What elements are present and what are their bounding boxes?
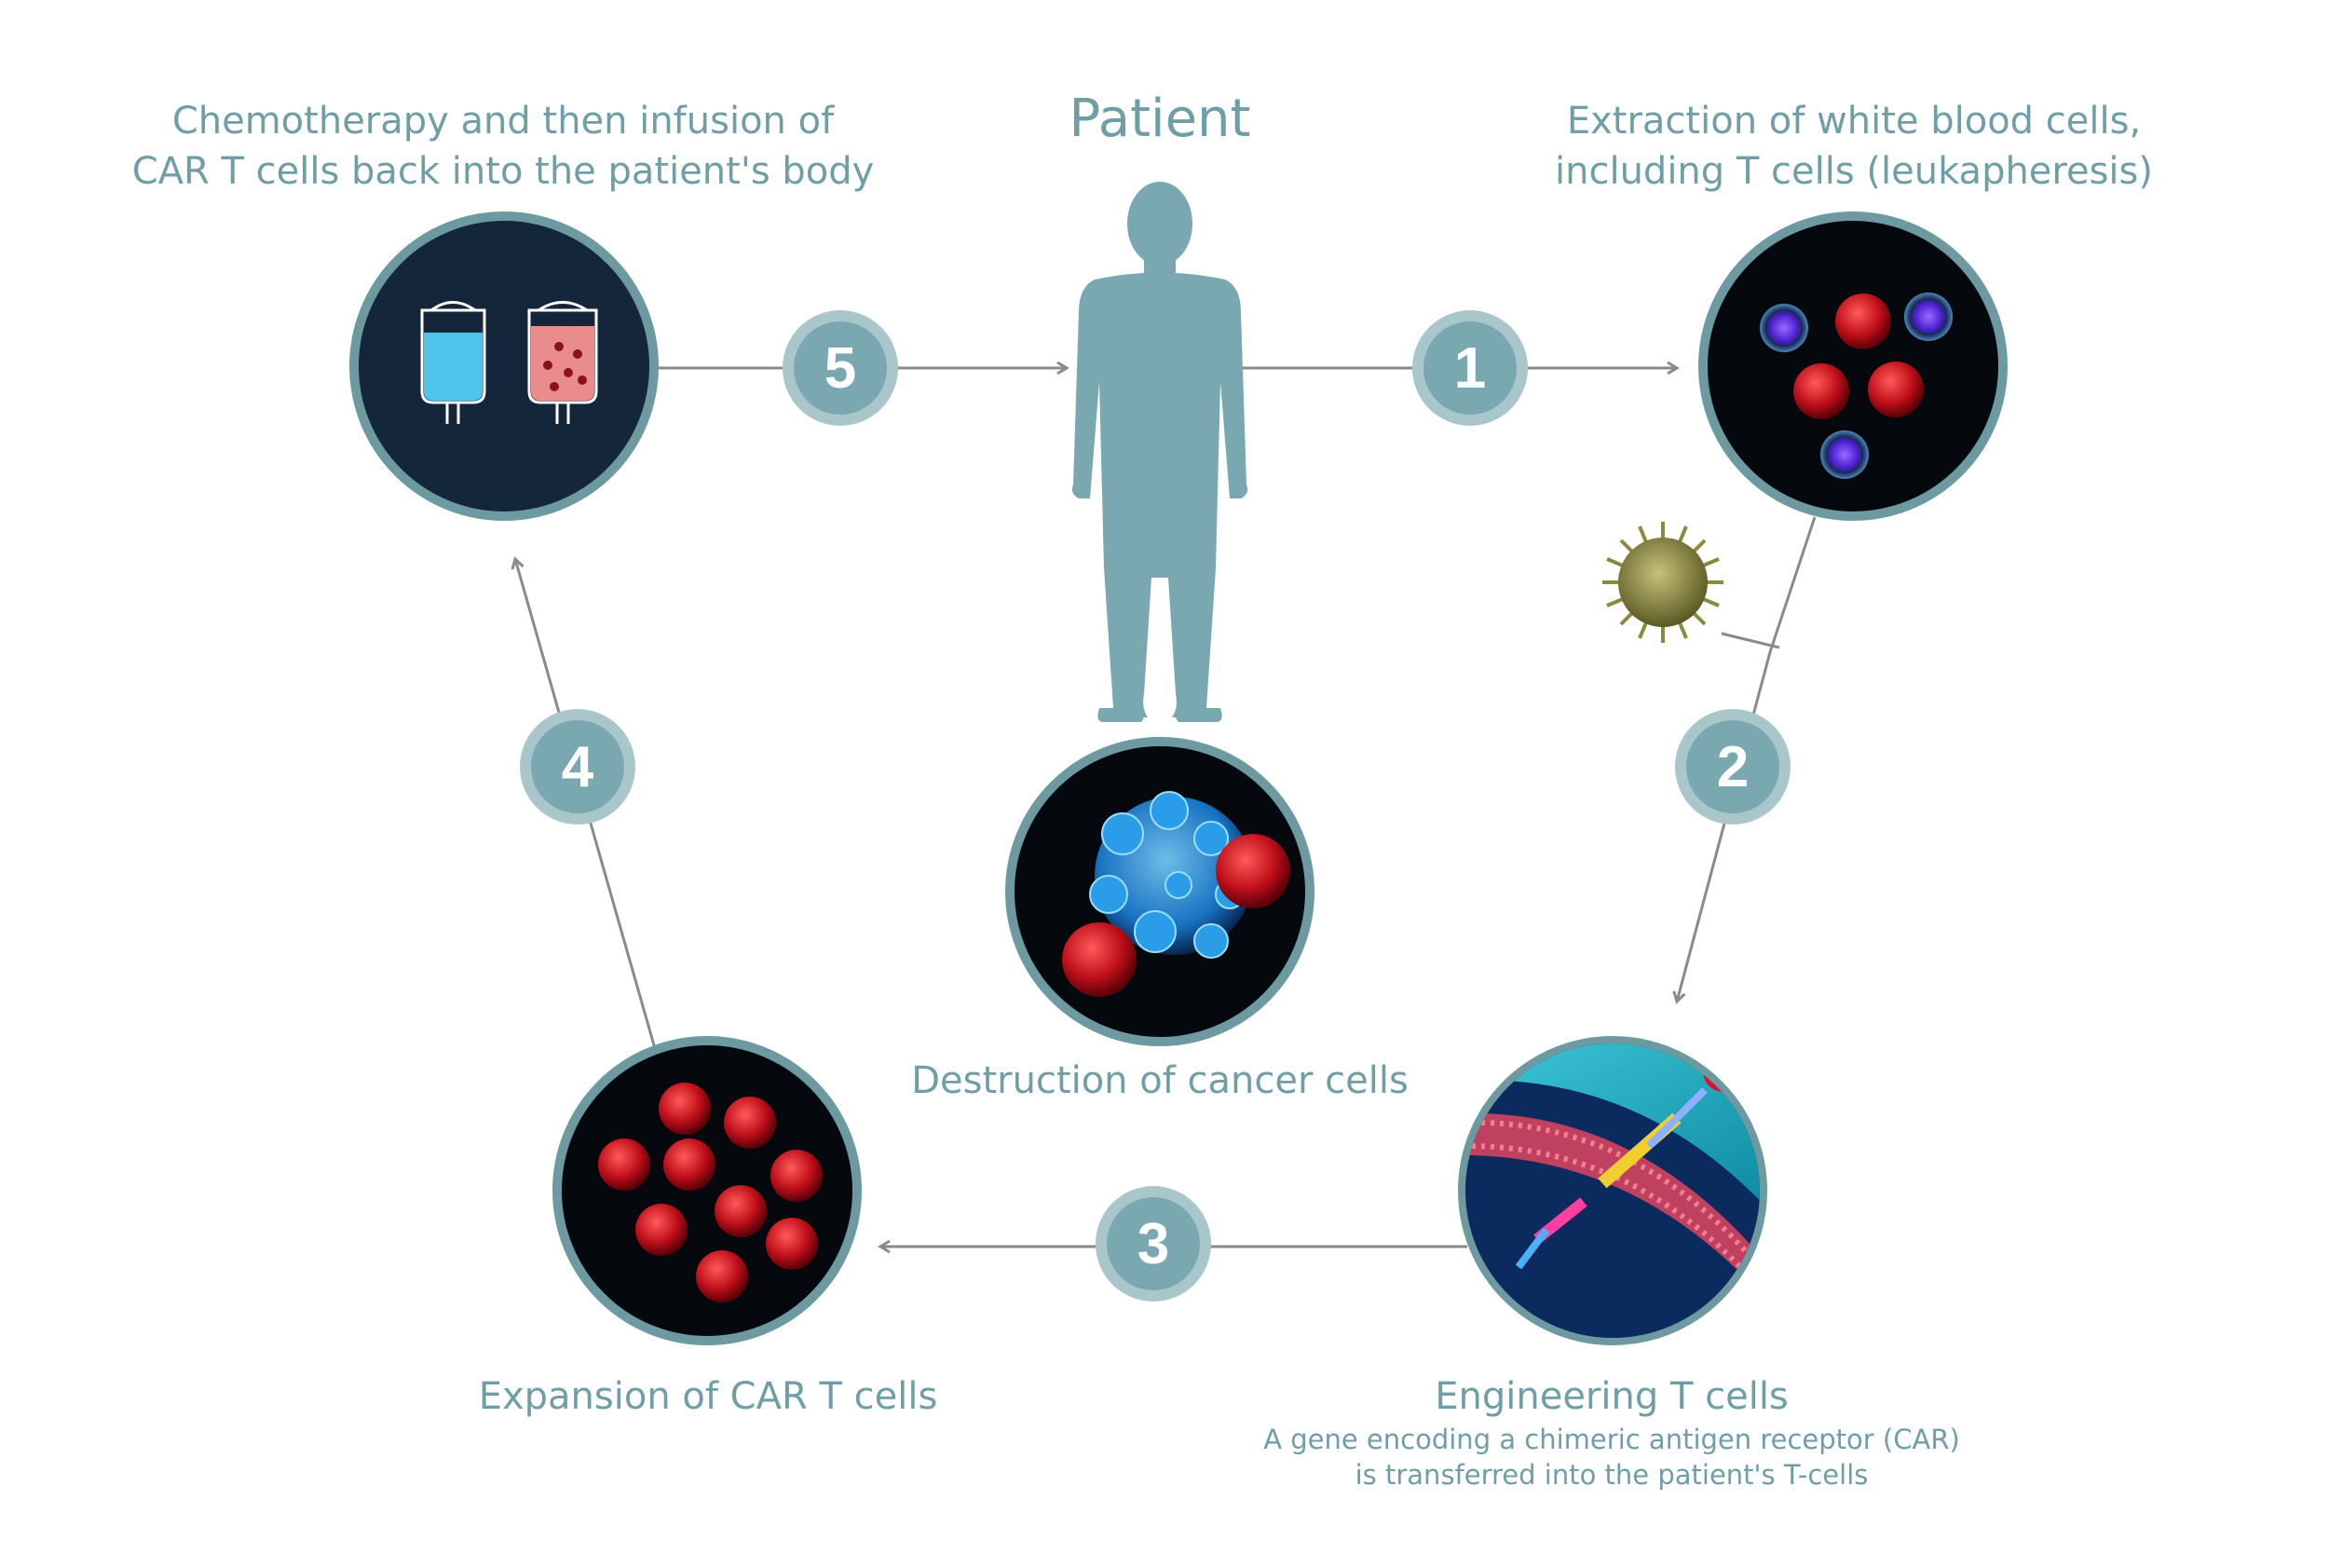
step3-label: Engineering T cells: [1435, 1375, 1789, 1418]
step3-desc-line2: is transferred into the patient's T-cell…: [1355, 1459, 1869, 1491]
iv-bag-blue: [420, 301, 486, 424]
step4-label: Expansion of CAR T cells: [478, 1375, 938, 1418]
virus-illustration: [1602, 522, 1723, 643]
virus-pointer-line: [1721, 632, 1780, 649]
step3-badge: 3: [1096, 1186, 1211, 1302]
step-badges: 5 1 2 3 4: [520, 310, 1791, 1302]
step1-label-line2: including T cells (leukapheresis): [1555, 150, 2153, 193]
step5-number: 5: [824, 336, 856, 401]
step1-badge: 1: [1412, 310, 1528, 426]
step1-illustration: [1698, 211, 2008, 521]
step1-label: Extraction of white blood cells, includi…: [1435, 96, 2273, 197]
step1-label-line1: Extraction of white blood cells,: [1566, 100, 2142, 143]
center-illustration: [1005, 737, 1314, 1046]
step5-label: Chemotherapy and then infusion of CAR T …: [84, 96, 922, 197]
step4-number: 4: [562, 735, 594, 799]
patient-figure: [1071, 182, 1248, 722]
step5-label-line1: Chemotherapy and then infusion of: [171, 100, 835, 143]
step2-number: 2: [1717, 735, 1749, 799]
step3-label-block: Engineering T cells A gene encoding a ch…: [1146, 1371, 2077, 1493]
iv-bag-red: [527, 301, 598, 424]
patient-title: Patient: [1069, 89, 1251, 149]
step5-label-line2: CAR T cells back into the patient's body: [131, 150, 875, 193]
step1-number: 1: [1454, 336, 1486, 401]
step2-badge: 2: [1675, 709, 1791, 825]
step4-badge: 4: [520, 709, 635, 825]
step3-illustration: [1458, 1036, 1767, 1345]
step3-desc-line1: A gene encoding a chimeric antigen recep…: [1263, 1424, 1960, 1455]
step3-number: 3: [1137, 1212, 1169, 1276]
step5-badge: 5: [783, 310, 898, 426]
step5-illustration: [349, 211, 659, 521]
center-label: Destruction of cancer cells: [911, 1059, 1409, 1102]
step4-illustration: [552, 1036, 862, 1345]
arrow-step1-to-step3: [1672, 516, 1817, 1004]
